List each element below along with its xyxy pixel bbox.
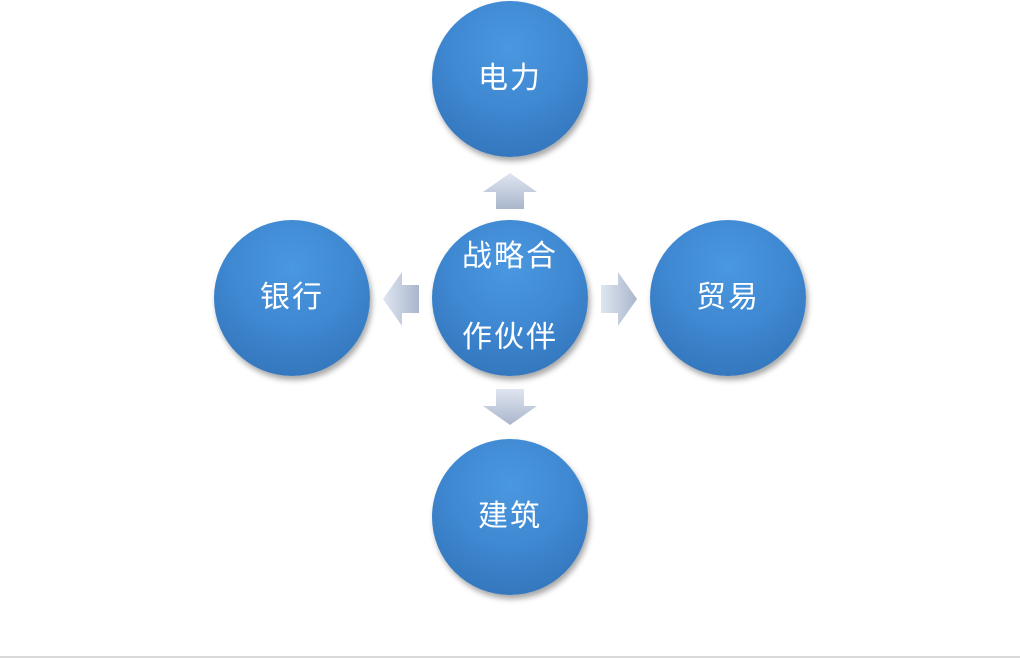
arrow-right-icon xyxy=(601,272,637,326)
node-label: 银行 xyxy=(260,279,324,315)
node-label: 电力 xyxy=(478,60,542,96)
arrow-down-icon xyxy=(483,389,537,425)
bottom-divider xyxy=(0,656,1020,658)
node-bank: 银行 xyxy=(214,220,370,376)
arrow-left-icon xyxy=(383,272,419,326)
arrow-up-icon xyxy=(483,173,537,209)
node-label: 贸易 xyxy=(696,279,760,315)
node-electric-power: 电力 xyxy=(432,1,588,157)
center-label: 战略合 作伙伴 xyxy=(462,197,558,400)
center-label-line-1: 战略合 xyxy=(462,239,558,275)
node-construction: 建筑 xyxy=(432,439,588,595)
center-label-line-2: 作伙伴 xyxy=(462,320,558,356)
node-trade: 贸易 xyxy=(650,220,806,376)
node-strategic-partner: 战略合 作伙伴 xyxy=(432,220,588,376)
node-label: 建筑 xyxy=(478,498,542,534)
